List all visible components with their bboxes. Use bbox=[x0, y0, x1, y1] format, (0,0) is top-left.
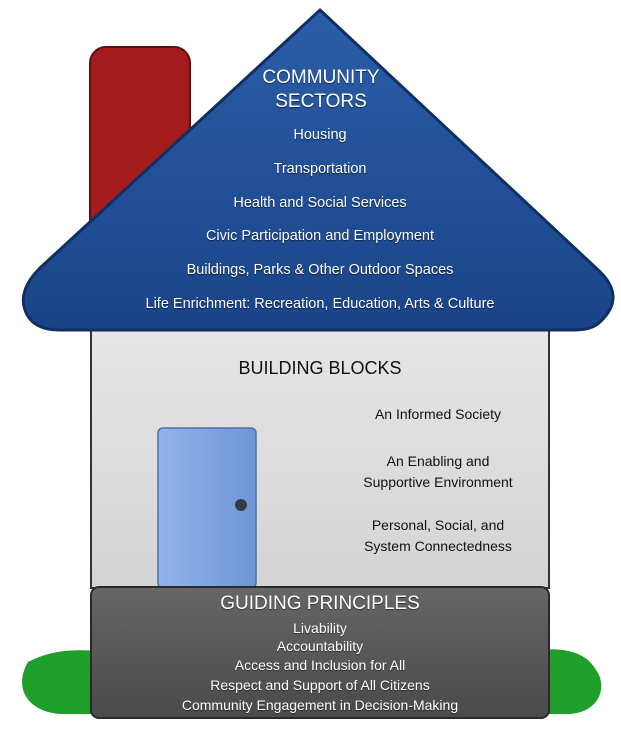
block-line1: An Informed Society bbox=[374, 406, 502, 422]
community-sectors-title-line2: SECTORS bbox=[275, 91, 367, 112]
block-connectedness: Personal, Social, and System Connectedne… bbox=[328, 515, 548, 557]
door-knob bbox=[235, 499, 247, 511]
principle-respect-support: Respect and Support of All Citizens bbox=[210, 677, 430, 693]
building-blocks-title: BUILDING BLOCKS bbox=[238, 358, 402, 378]
sector-housing: Housing bbox=[293, 127, 347, 143]
community-sectors-title: COMMUNITY SECTORS bbox=[196, 66, 446, 114]
sector-buildings-parks: Buildings, Parks & Other Outdoor Spaces bbox=[186, 262, 454, 278]
sector-civic-participation: Civic Participation and Employment bbox=[205, 228, 435, 244]
principle-accountability: Accountability bbox=[276, 638, 364, 654]
block-line2: Supportive Environment bbox=[363, 474, 513, 490]
block-informed-society: An Informed Society bbox=[328, 404, 548, 425]
foundation bbox=[90, 586, 550, 719]
block-line1: An Enabling and bbox=[386, 453, 490, 469]
principle-livability: Livability bbox=[293, 620, 347, 636]
roof bbox=[21, 7, 615, 332]
community-sectors-title-line1: COMMUNITY bbox=[262, 67, 380, 88]
block-line1: Personal, Social, and bbox=[371, 517, 505, 533]
principle-access-inclusion: Access and Inclusion for All bbox=[234, 657, 406, 673]
sector-health-social-services: Health and Social Services bbox=[233, 195, 407, 211]
sector-transportation: Transportation bbox=[273, 161, 367, 177]
guiding-principles-title: GUIDING PRINCIPLES bbox=[220, 593, 420, 614]
block-enabling-environment: An Enabling and Supportive Environment bbox=[328, 451, 548, 493]
sector-life-enrichment: Life Enrichment: Recreation, Education, … bbox=[145, 296, 495, 312]
principle-community-engagement: Community Engagement in Decision-Making bbox=[181, 697, 459, 713]
block-line2: System Connectedness bbox=[364, 538, 512, 554]
